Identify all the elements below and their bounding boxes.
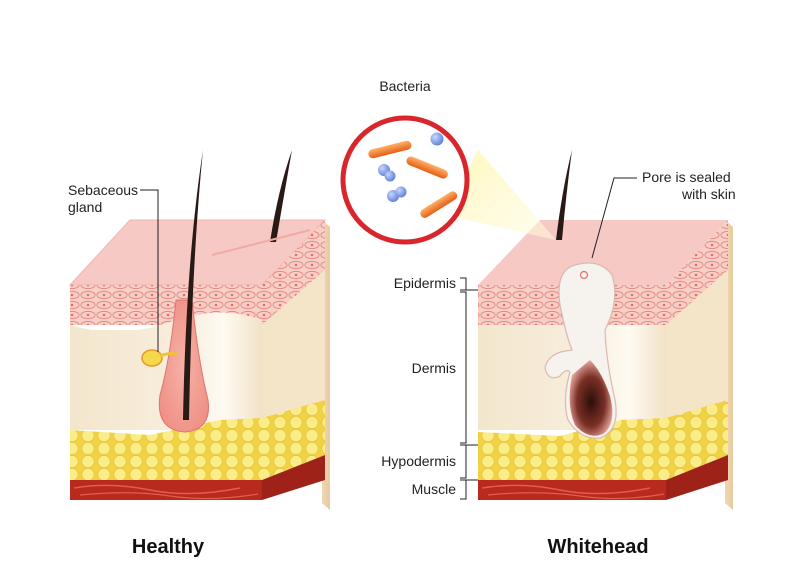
bacteria-rod xyxy=(406,156,448,179)
layer-bracket xyxy=(460,277,467,291)
whitehead-title: Whitehead xyxy=(547,536,648,558)
healthy-hair-follicle xyxy=(158,299,210,433)
bacteria-coccus xyxy=(395,186,407,198)
whitehead-fat-layer xyxy=(478,418,666,480)
bacteria-rod xyxy=(368,140,412,159)
hypodermis-label: Hypodermis xyxy=(381,453,456,469)
healthy-top-surface xyxy=(70,220,325,285)
leader-lines xyxy=(140,177,637,500)
healthy-hair-shaft-2 xyxy=(270,150,292,242)
epidermis-label: Epidermis xyxy=(394,275,456,291)
bacteria-coccus xyxy=(384,170,396,182)
pore-sealed-label-line1: Pore is sealed xyxy=(642,169,731,185)
bacteria-circle xyxy=(340,115,470,245)
sebaceous-gland-label-line1: Sebaceous xyxy=(68,182,138,198)
muscle-label: Muscle xyxy=(412,481,457,497)
bacteria-coccus xyxy=(430,132,444,146)
sebaceous-gland xyxy=(141,349,163,367)
magnifier-beam xyxy=(445,150,556,240)
bacteria-rod xyxy=(420,191,458,218)
bacteria-label: Bacteria xyxy=(379,78,431,94)
sebaceous-leader xyxy=(140,189,159,352)
healthy-fat-layer xyxy=(70,418,262,480)
whitehead-hair-shaft xyxy=(556,150,572,240)
sebaceous-gland-label-line2: gland xyxy=(68,199,102,215)
healthy-muscle-layer xyxy=(70,480,262,500)
dermis-label: Dermis xyxy=(412,360,456,376)
healthy-skin-block xyxy=(68,150,330,510)
pore-leader xyxy=(591,177,637,259)
healthy-title: Healthy xyxy=(132,536,205,558)
bacteria-magnifier xyxy=(340,115,556,245)
pore-sealed-label-line2: with skin xyxy=(681,186,736,202)
healthy-hair-shaft xyxy=(183,150,203,420)
whitehead-skin-block xyxy=(478,150,733,510)
